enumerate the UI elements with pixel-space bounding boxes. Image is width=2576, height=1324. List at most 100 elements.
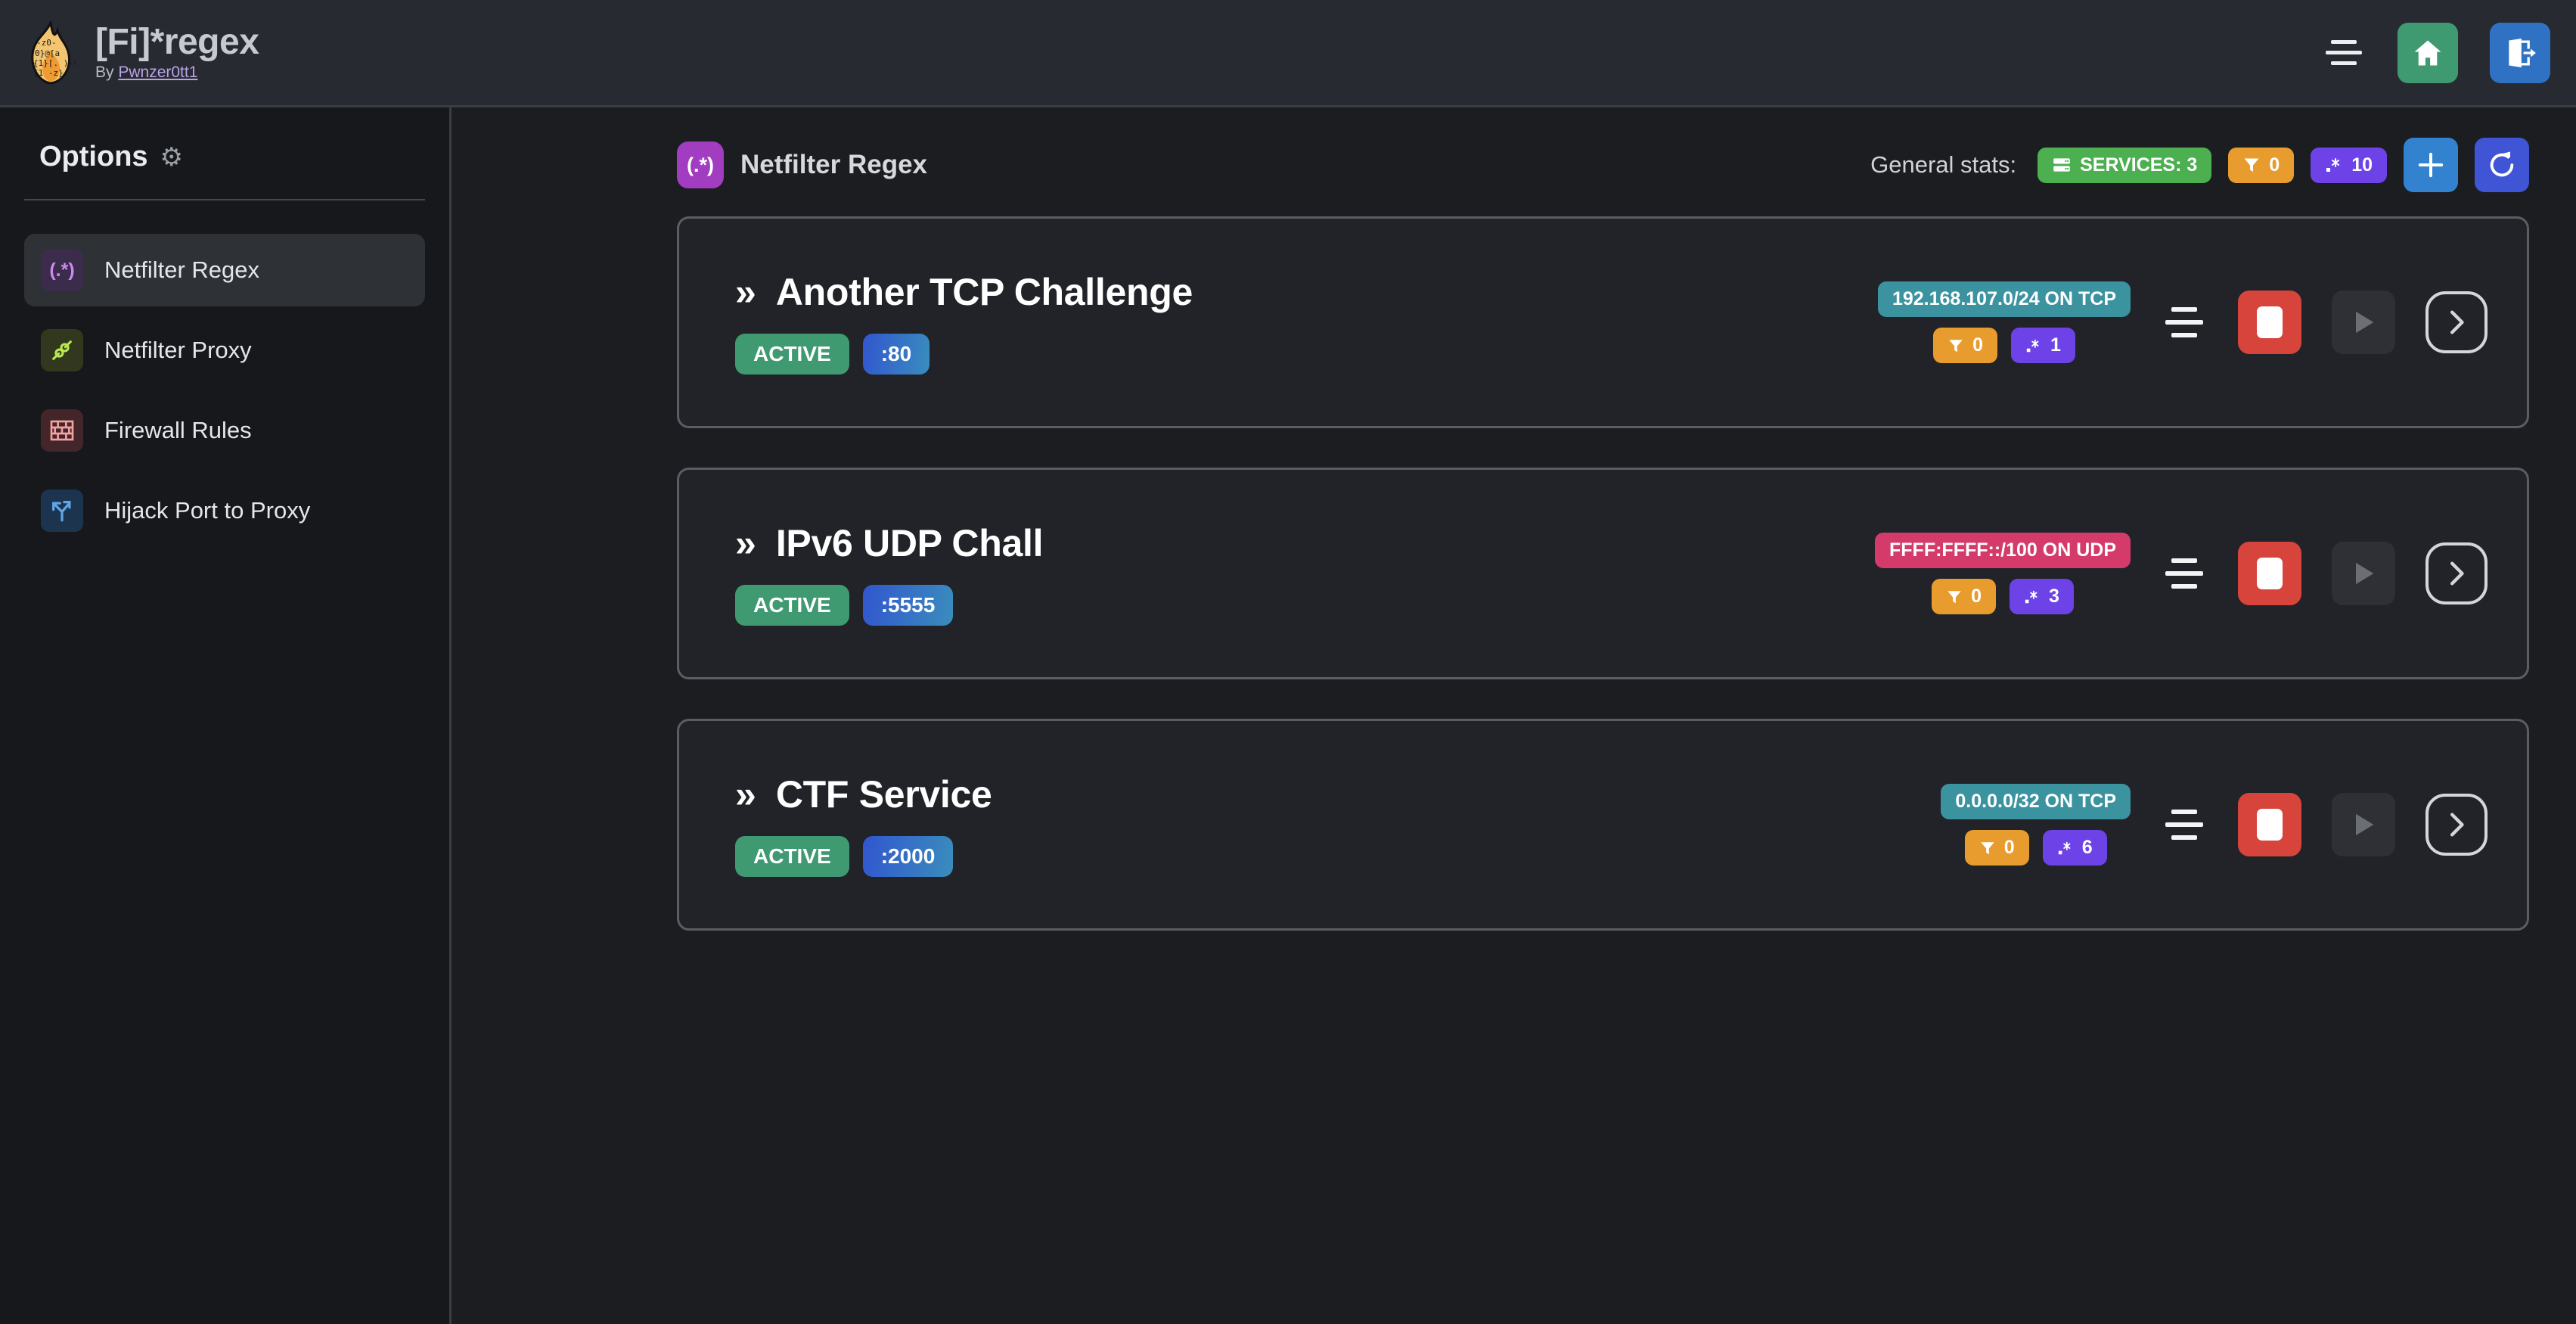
- status-badge-regexes: 6: [2042, 830, 2107, 866]
- service-details-button[interactable]: [2425, 542, 2488, 605]
- sidebar-item-label: Firewall Rules: [104, 417, 252, 443]
- service-card[interactable]: » IPv6 UDP Chall ACTIVE :5555 FFFF:FFFF:…: [677, 468, 2529, 679]
- service-card-info: » Another TCP Challenge ACTIVE :80: [735, 270, 1193, 375]
- service-details-button[interactable]: [2425, 291, 2488, 353]
- sidebar-item-netfilter-regex[interactable]: (.*) Netfilter Regex: [24, 234, 425, 306]
- status-badge: ACTIVE: [735, 836, 849, 877]
- top-bar: -z0- 0}@[a {1}[. )-9] {1 -z} [Fi]*regex …: [0, 0, 2576, 107]
- logout-button[interactable]: [2490, 22, 2550, 83]
- sidebar: Options ⚙ (.*) Netfilter Regex Netfilter…: [0, 107, 452, 1324]
- status-badge-regexes: 3: [2010, 579, 2074, 614]
- byline-prefix: By: [95, 63, 119, 81]
- svg-text:0}@[a: 0}@[a: [35, 48, 60, 58]
- network-badge: FFFF:FFFF::/100 ON UDP: [1875, 533, 2131, 568]
- add-service-button[interactable]: [2404, 138, 2458, 192]
- status-badge-filters: 0: [1964, 830, 2029, 866]
- start-service-button[interactable]: [2332, 793, 2395, 856]
- refresh-button[interactable]: [2475, 138, 2529, 192]
- service-card-controls: FFFF:FFFF::/100 ON UDP 0: [1875, 533, 2488, 614]
- app-title: [Fi]*regex: [95, 22, 259, 63]
- regex-count: 1: [2050, 334, 2061, 356]
- port-badge: :2000: [862, 836, 954, 877]
- service-title-row: » IPv6 UDP Chall: [735, 521, 1043, 565]
- status-badge-filters: 0: [2228, 147, 2295, 183]
- sidebar-item-firewall-rules[interactable]: Firewall Rules: [24, 394, 425, 467]
- general-stats-label: General stats:: [1870, 151, 2017, 178]
- brand-text: [Fi]*regex By Pwnzer0tt1: [95, 23, 259, 81]
- service-name: IPv6 UDP Chall: [775, 522, 1044, 564]
- home-button[interactable]: [2398, 22, 2458, 83]
- port-badge: :5555: [862, 585, 954, 626]
- svg-text:{1}[. )-9]: {1}[. )-9]: [33, 58, 76, 68]
- service-details-button[interactable]: [2425, 794, 2488, 856]
- filters-count: 0: [1971, 586, 1982, 607]
- main-header: (.*) Netfilter Regex General stats: SERV…: [454, 107, 2576, 192]
- gear-icon: ⚙: [160, 142, 184, 172]
- status-badge: ACTIVE: [735, 334, 849, 375]
- service-network-stats: 192.168.107.0/24 ON TCP 0: [1877, 281, 2131, 363]
- service-title-row: » CTF Service: [735, 772, 992, 816]
- plus-icon: [2418, 152, 2444, 178]
- service-menu-icon[interactable]: [2161, 307, 2208, 337]
- service-card[interactable]: » Another TCP Challenge ACTIVE :80 192.1…: [677, 216, 2529, 428]
- stop-icon: [2257, 809, 2283, 841]
- stop-service-button[interactable]: [2238, 793, 2301, 856]
- service-network-stats: FFFF:FFFF::/100 ON UDP 0: [1875, 533, 2131, 614]
- status-badge: ACTIVE: [735, 585, 849, 626]
- hamburger-icon[interactable]: [2322, 35, 2366, 71]
- service-counters: 0 3: [1932, 579, 2074, 614]
- chevron-right-icon: [2450, 813, 2464, 837]
- service-menu-icon[interactable]: [2161, 810, 2208, 840]
- status-badge-filters: 0: [1932, 579, 1996, 614]
- regex-dot-star-icon: [2025, 590, 2038, 603]
- double-chevron-icon: »: [735, 773, 756, 816]
- general-stats: General stats: SERVICES: 3 0: [1870, 138, 2529, 192]
- service-card[interactable]: » CTF Service ACTIVE :2000 0.0.0.0/32 ON…: [677, 719, 2529, 931]
- page-title-wrap: (.*) Netfilter Regex: [677, 141, 927, 188]
- play-icon: [2356, 562, 2374, 585]
- regex-icon: (.*): [41, 249, 83, 291]
- sidebar-item-netfilter-proxy[interactable]: Netfilter Proxy: [24, 314, 425, 387]
- brick-wall-icon: [41, 409, 83, 452]
- service-counters: 0 1: [1933, 328, 2075, 363]
- sidebar-item-hijack-port-to-proxy[interactable]: Hijack Port to Proxy: [24, 474, 425, 547]
- svg-text:{1 -z}: {1 -z}: [33, 68, 64, 78]
- sidebar-item-label: Netfilter Proxy: [104, 337, 252, 363]
- regex-count: 3: [2049, 586, 2059, 607]
- funnel-icon: [2244, 158, 2259, 172]
- status-badge-filters: 0: [1933, 328, 1997, 363]
- options-header: Options ⚙: [0, 141, 449, 173]
- double-chevron-icon: »: [735, 522, 756, 564]
- regex-dot-star-icon: [2026, 339, 2039, 352]
- funnel-icon: [1981, 841, 1994, 854]
- service-list: » Another TCP Challenge ACTIVE :80 192.1…: [454, 191, 2576, 931]
- filters-count: 0: [2003, 837, 2015, 858]
- author-link[interactable]: Pwnzer0tt1: [118, 63, 198, 81]
- service-counters: 0 6: [1964, 830, 2107, 866]
- app-byline: By Pwnzer0tt1: [95, 64, 259, 82]
- chevron-right-icon: [2450, 561, 2464, 586]
- stop-service-button[interactable]: [2238, 542, 2301, 605]
- stop-service-button[interactable]: [2238, 291, 2301, 354]
- home-icon: [2414, 40, 2441, 65]
- funnel-icon: [1948, 590, 1961, 603]
- service-badges: ACTIVE :2000: [735, 836, 992, 877]
- service-menu-icon[interactable]: [2161, 558, 2208, 589]
- service-badges: ACTIVE :5555: [735, 585, 1043, 626]
- service-title-row: » Another TCP Challenge: [735, 270, 1193, 314]
- services-count-label: SERVICES: 3: [2080, 154, 2198, 176]
- start-service-button[interactable]: [2332, 291, 2395, 354]
- start-service-button[interactable]: [2332, 542, 2395, 605]
- proxy-plug-icon: [41, 329, 83, 371]
- page-title: Netfilter Regex: [740, 150, 928, 179]
- main-content: (.*) Netfilter Regex General stats: SERV…: [454, 107, 2576, 1324]
- svg-text:-z0-: -z0-: [36, 38, 57, 48]
- branch-arrow-icon: [41, 490, 83, 532]
- regex-count: 6: [2081, 837, 2093, 858]
- service-name: CTF Service: [775, 773, 992, 816]
- regex-count: 10: [2351, 154, 2373, 176]
- service-name: Another TCP Challenge: [775, 271, 1193, 313]
- stop-icon: [2257, 558, 2283, 589]
- top-bar-actions: [2322, 22, 2576, 83]
- brand: -z0- 0}@[a {1}[. )-9] {1 -z} [Fi]*regex …: [0, 18, 259, 85]
